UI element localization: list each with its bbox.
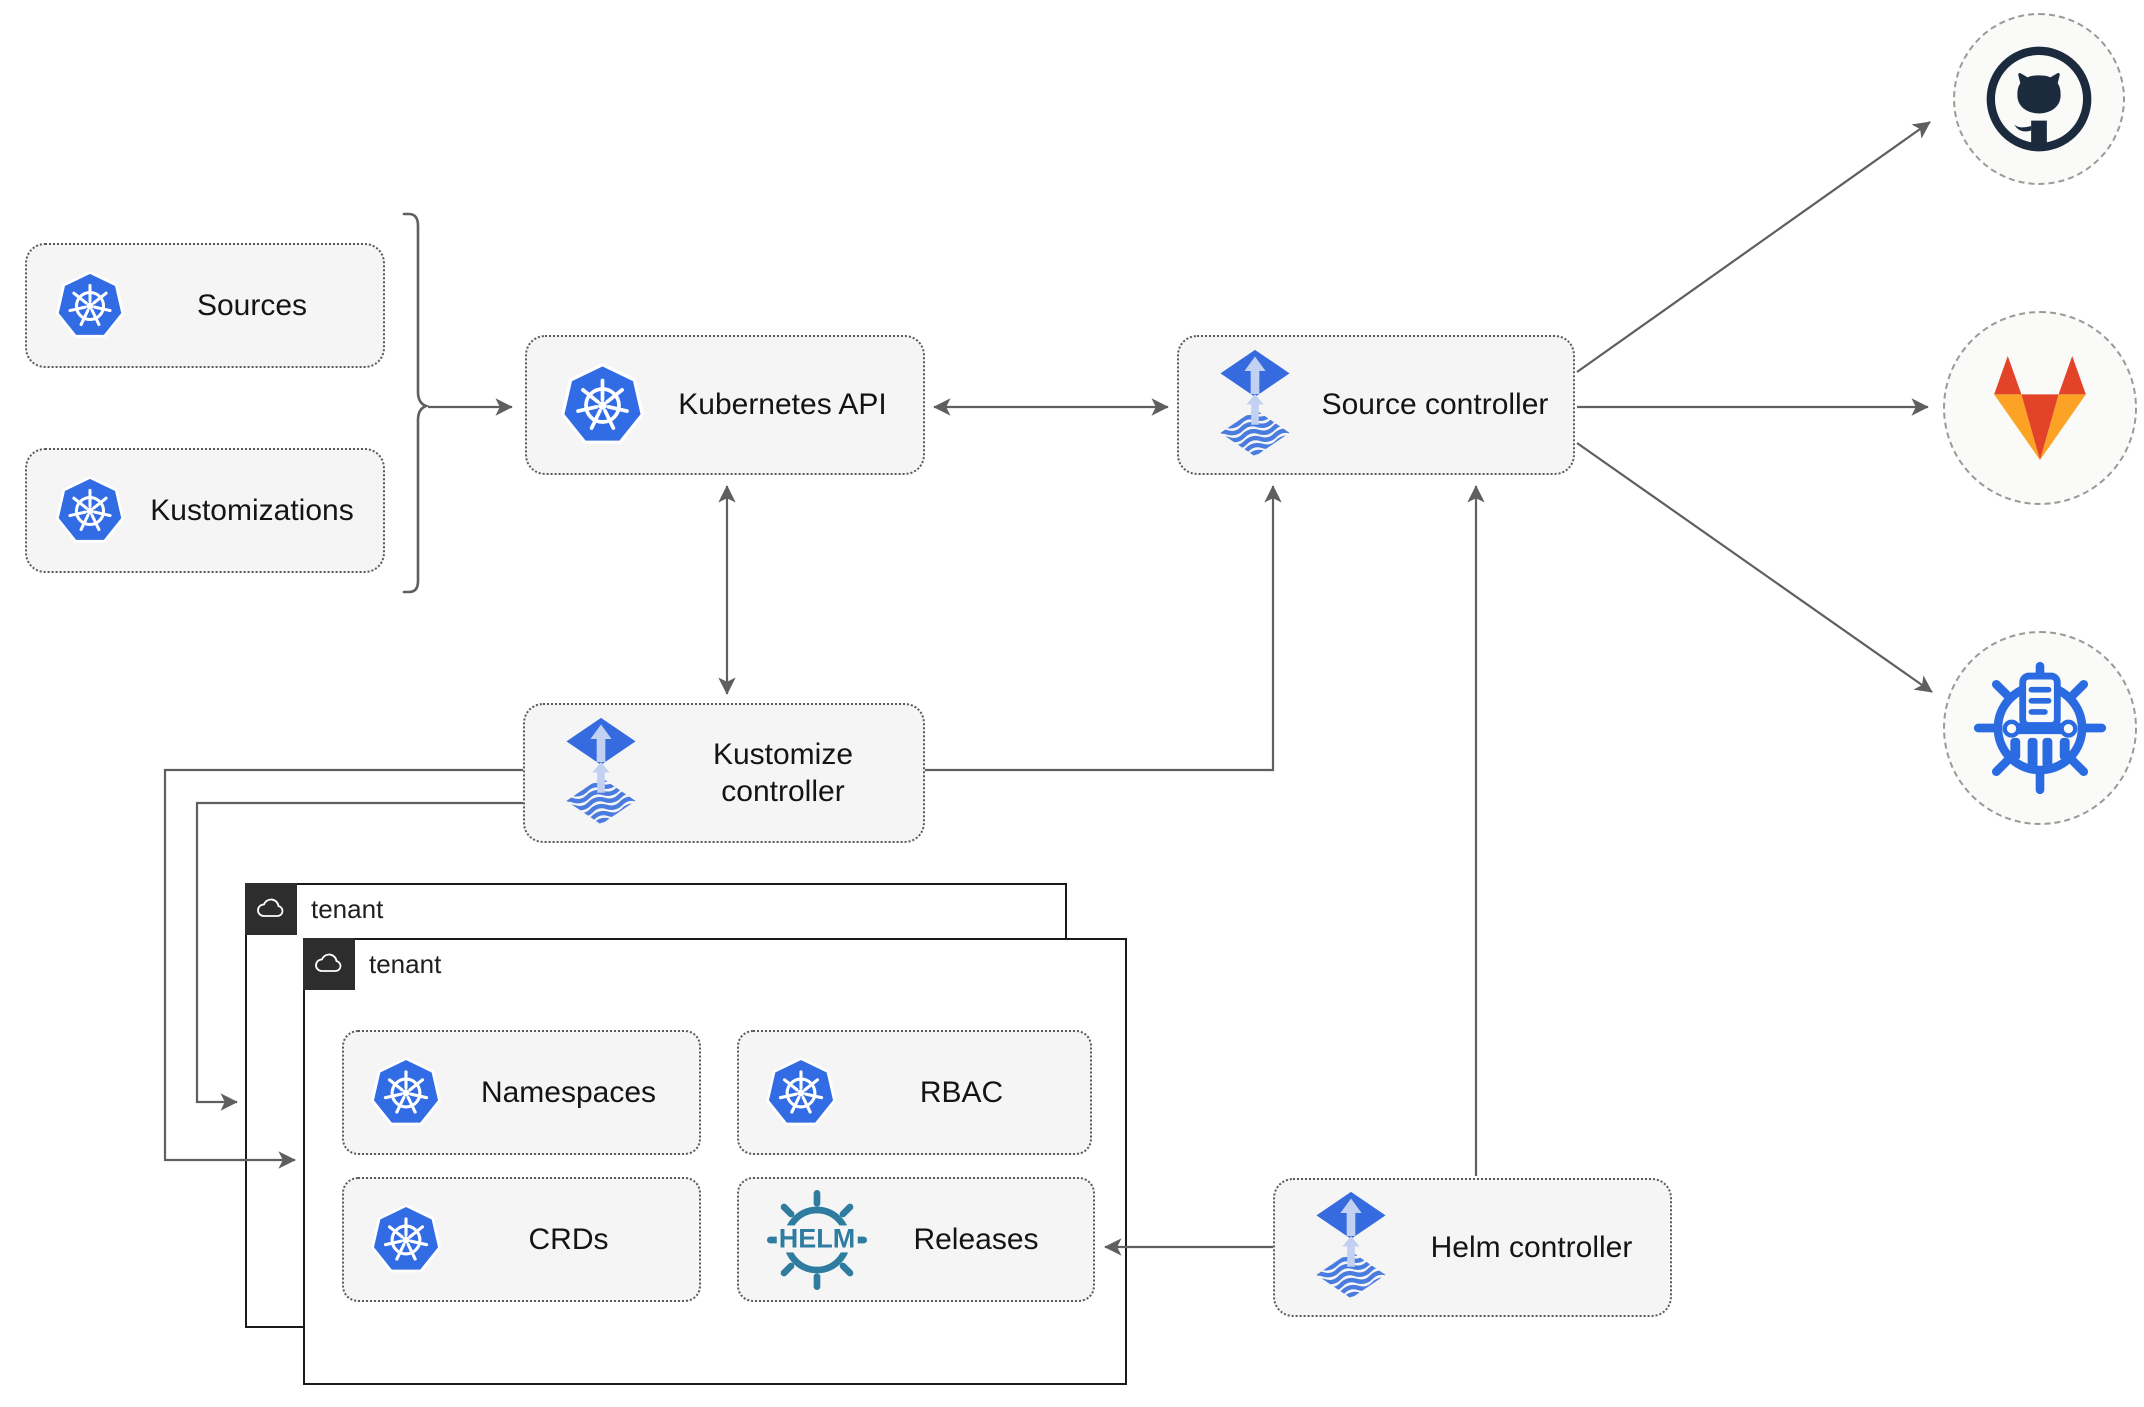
node-rbac: RBAC: [737, 1030, 1092, 1155]
kubernetes-icon: [51, 472, 129, 550]
connector-kustomize-to-source: [925, 485, 1282, 772]
brace-sources-group: [402, 212, 430, 594]
github-icon: [1980, 40, 2098, 158]
kubernetes-icon: [366, 1200, 446, 1280]
tenant-box-front: tenant: [303, 938, 1127, 1385]
kubernetes-icon: [761, 1053, 841, 1133]
kubernetes-icon: [555, 358, 650, 453]
node-kustomize-controller: Kustomize controller: [523, 703, 925, 843]
kubernetes-icon: [51, 267, 129, 345]
connector-source-to-github: [1576, 121, 1931, 373]
rbac-label: RBAC: [919, 1075, 1004, 1109]
chartmuseum-icon: [1972, 660, 2108, 796]
connector-source-to-chart-repository: [1576, 442, 1933, 693]
releases-label: Releases: [913, 1222, 1039, 1256]
node-sources: Sources: [25, 243, 385, 368]
endpoint-github: [1953, 13, 2125, 185]
cloud-icon: [245, 883, 297, 935]
flux-icon: [1301, 1188, 1401, 1307]
tenant-back-label: tenant: [311, 893, 384, 924]
crds-label: CRDs: [528, 1222, 609, 1256]
node-kustomizations: Kustomizations: [25, 448, 385, 573]
tenant-front-label: tenant: [369, 948, 442, 979]
endpoint-chart-repository: [1943, 631, 2137, 825]
source-controller-label: Source controller: [1321, 388, 1549, 422]
gitlab-icon: [1978, 351, 2102, 465]
node-helm-controller: Helm controller: [1273, 1178, 1672, 1317]
cloud-icon: [303, 938, 355, 990]
node-source-controller: Source controller: [1177, 335, 1575, 475]
node-releases: HELM Releases: [737, 1177, 1095, 1302]
node-kubernetes-api: Kubernetes API: [525, 335, 925, 475]
helm-wheel-icon: HELM: [767, 1190, 867, 1290]
flux-icon: [551, 714, 651, 833]
node-namespaces: Namespaces: [342, 1030, 701, 1155]
endpoint-gitlab: [1943, 311, 2137, 505]
helm-controller-label: Helm controller: [1430, 1230, 1633, 1264]
helm-logo-text: HELM: [776, 1222, 858, 1253]
kustomizations-label: Kustomizations: [150, 493, 354, 527]
kubernetes-api-label: Kubernetes API: [678, 388, 887, 422]
namespaces-label: Namespaces: [480, 1075, 657, 1109]
node-crds: CRDs: [342, 1177, 701, 1302]
kubernetes-icon: [366, 1053, 446, 1133]
sources-label: Sources: [196, 288, 308, 322]
flux-icon: [1205, 346, 1305, 465]
kustomize-controller-label: Kustomize controller: [712, 737, 854, 809]
